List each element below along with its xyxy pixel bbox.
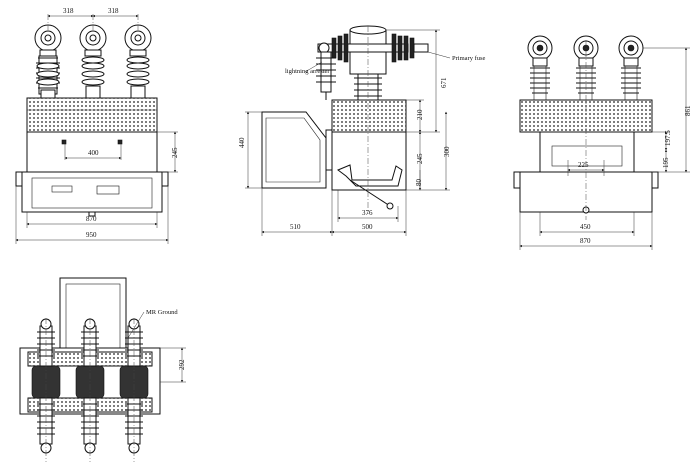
side-perforated-frame bbox=[331, 99, 407, 133]
side-dim-500: 500 bbox=[362, 223, 373, 231]
rear-dim-450: 450 bbox=[580, 223, 591, 231]
side-dim-300: 300 bbox=[443, 146, 451, 157]
side-dim-440: 440 bbox=[238, 137, 246, 148]
top-dim-292: 292 bbox=[178, 359, 186, 370]
front-bushing-left bbox=[34, 24, 62, 99]
rear-bushing-right bbox=[618, 35, 644, 101]
rear-dim-225: 225 bbox=[578, 161, 589, 169]
front-bushing-right bbox=[124, 24, 152, 99]
front-dim-318-b: 318 bbox=[108, 7, 119, 15]
front-bushing-center bbox=[79, 24, 107, 99]
rear-dim-861: 861 bbox=[684, 105, 692, 116]
side-dim-510: 510 bbox=[290, 223, 301, 231]
label-mr-ground: MR Ground bbox=[146, 309, 178, 316]
rear-view: 861 197.5 195 225 450 870 bbox=[513, 35, 692, 250]
front-dim-400: 400 bbox=[88, 149, 99, 157]
rear-dim-195: 195 bbox=[662, 157, 670, 168]
side-dim-245: 245 bbox=[416, 153, 424, 164]
label-lightning-arrester: lightning arrester bbox=[285, 68, 330, 75]
front-perforated-frame bbox=[26, 97, 158, 133]
front-dim-950: 950 bbox=[86, 231, 97, 239]
rear-bushing-left bbox=[527, 35, 553, 101]
side-mounting-bracket bbox=[261, 111, 327, 189]
side-dim-376: 376 bbox=[362, 209, 373, 217]
front-view: 318 318 400 245 870 950 bbox=[15, 7, 179, 244]
side-view: lightning arrester ​ Primary fuse 671 44… bbox=[238, 25, 486, 236]
front-dim-245: 245 bbox=[171, 147, 179, 158]
rear-dim-197-5: 197.5 bbox=[664, 130, 672, 146]
side-dim-80: 80 bbox=[415, 179, 423, 187]
side-dim-671: 671 bbox=[440, 77, 448, 88]
front-dim-318-a: 318 bbox=[63, 7, 74, 15]
label-primary-fuse: Primary fuse bbox=[452, 55, 486, 62]
top-view: MR Ground 292 bbox=[19, 277, 186, 462]
front-dim-870: 870 bbox=[86, 215, 97, 223]
rear-perforated-frame bbox=[519, 99, 653, 133]
rear-dim-870: 870 bbox=[580, 237, 591, 245]
side-dim-210: 210 bbox=[416, 109, 424, 120]
side-lightning-arrester bbox=[316, 51, 336, 100]
